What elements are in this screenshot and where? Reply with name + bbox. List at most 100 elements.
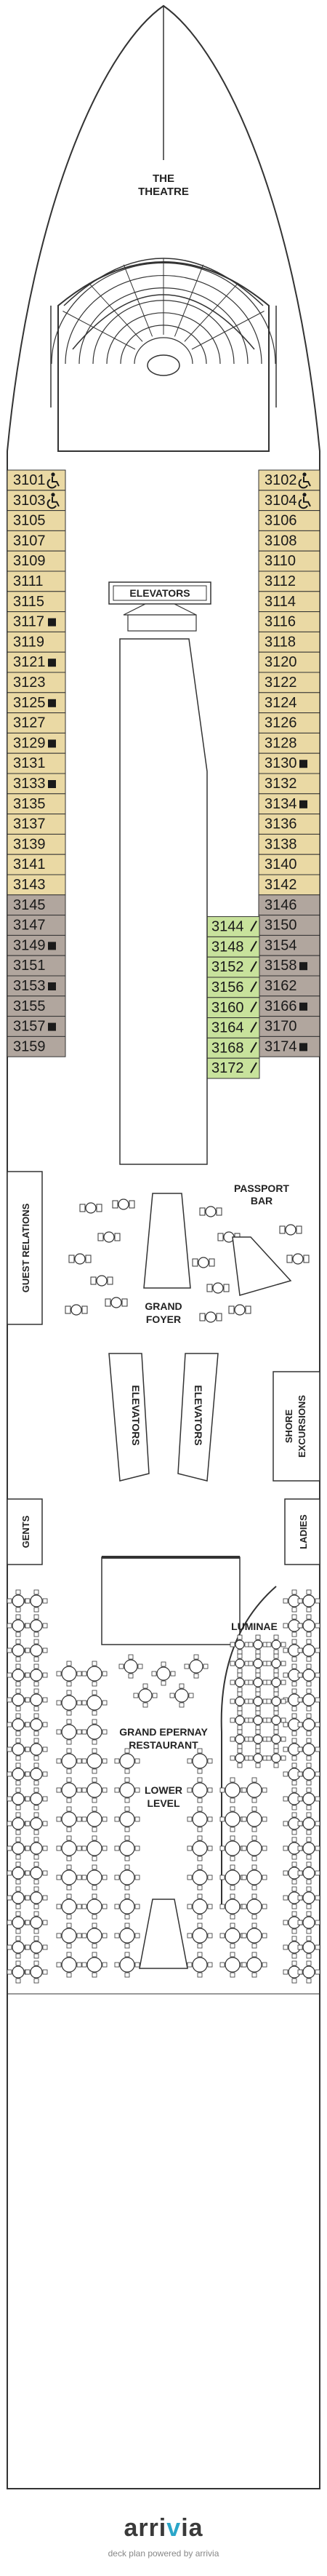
dining-table xyxy=(56,1661,82,1687)
restaurant-tables xyxy=(7,1589,320,1984)
cabin-3106[interactable]: 3106 xyxy=(258,510,320,531)
dining-table xyxy=(230,1748,250,1768)
cabin-3150[interactable]: 3150 xyxy=(258,915,320,936)
dining-table xyxy=(81,1661,108,1687)
cabin-3101[interactable]: 3101 xyxy=(7,469,66,491)
cabin-3159[interactable]: 3159 xyxy=(7,1035,66,1057)
cabin-3123[interactable]: 3123 xyxy=(7,672,66,693)
cabin-3145[interactable]: 3145 xyxy=(7,894,66,916)
cabin-number: 3152 xyxy=(211,959,244,975)
cabin-3105[interactable]: 3105 xyxy=(7,510,66,531)
lounge-seating xyxy=(286,1253,310,1265)
cabin-3138[interactable]: 3138 xyxy=(258,833,320,855)
lower-level-label-1: LOWER xyxy=(145,1784,182,1796)
cabin-3104[interactable]: 3104 xyxy=(258,490,320,512)
cabin-3141[interactable]: 3141 xyxy=(7,854,66,875)
cabin-3166[interactable]: 3166 xyxy=(258,995,320,1017)
cabin-3129[interactable]: 3129 xyxy=(7,732,66,754)
cabin-3108[interactable]: 3108 xyxy=(258,530,320,552)
cabin-3118[interactable]: 3118 xyxy=(258,631,320,653)
cabin-3147[interactable]: 3147 xyxy=(7,915,66,936)
cabin-number: 3172 xyxy=(211,1060,244,1076)
cabin-3110[interactable]: 3110 xyxy=(258,550,320,572)
lounge-seating xyxy=(192,1257,215,1268)
cabin-number: 3156 xyxy=(211,979,244,995)
cabin-3122[interactable]: 3122 xyxy=(258,672,320,693)
cabin-3153[interactable]: 3153 xyxy=(7,975,66,997)
dining-table xyxy=(241,1952,267,1978)
cabin-3114[interactable]: 3114 xyxy=(258,591,320,613)
cabin-3149[interactable]: 3149 xyxy=(7,934,66,956)
cabin-3107[interactable]: 3107 xyxy=(7,530,66,552)
dining-table xyxy=(297,1911,320,1934)
connecting-cabin-icon xyxy=(299,760,307,768)
cabin-3142[interactable]: 3142 xyxy=(258,874,320,896)
cabin-number: 3174 xyxy=(265,1038,297,1054)
balcony-icon xyxy=(250,1001,257,1013)
dining-table xyxy=(25,1589,48,1613)
cabin-3119[interactable]: 3119 xyxy=(7,631,66,653)
cabin-3151[interactable]: 3151 xyxy=(7,955,66,977)
dining-table xyxy=(297,1861,320,1885)
cabin-3131[interactable]: 3131 xyxy=(7,752,66,774)
cabin-3168[interactable]: 3168 xyxy=(206,1037,260,1059)
accessible-icon xyxy=(298,472,311,489)
cabin-3126[interactable]: 3126 xyxy=(258,712,320,734)
cabin-3128[interactable]: 3128 xyxy=(258,732,320,754)
dining-table xyxy=(25,1762,48,1786)
cabin-3148[interactable]: 3148 xyxy=(206,936,260,958)
cabin-3157[interactable]: 3157 xyxy=(7,1016,66,1037)
cabin-3154[interactable]: 3154 xyxy=(258,934,320,956)
cabin-3155[interactable]: 3155 xyxy=(7,995,66,1017)
dining-table xyxy=(56,1806,82,1832)
cabin-3133[interactable]: 3133 xyxy=(7,773,66,795)
cabin-3164[interactable]: 3164 xyxy=(206,1017,260,1038)
cabin-3125[interactable]: 3125 xyxy=(7,692,66,714)
cabin-3109[interactable]: 3109 xyxy=(7,550,66,572)
cabin-3170[interactable]: 3170 xyxy=(258,1016,320,1037)
cabin-3152[interactable]: 3152 xyxy=(206,956,260,978)
cabin-3120[interactable]: 3120 xyxy=(258,651,320,673)
cabin-3139[interactable]: 3139 xyxy=(7,833,66,855)
dining-table xyxy=(241,1806,267,1832)
dining-table xyxy=(81,1923,108,1949)
cabin-number: 3164 xyxy=(211,1020,244,1036)
cabin-3135[interactable]: 3135 xyxy=(7,793,66,815)
cabin-3156[interactable]: 3156 xyxy=(206,977,260,998)
cabin-number: 3105 xyxy=(13,513,46,529)
cabin-3117[interactable]: 3117 xyxy=(7,611,66,632)
cabin-3160[interactable]: 3160 xyxy=(206,997,260,1019)
dining-table xyxy=(248,1748,268,1768)
cabin-3127[interactable]: 3127 xyxy=(7,712,66,734)
cabin-3102[interactable]: 3102 xyxy=(258,469,320,491)
cabin-3174[interactable]: 3174 xyxy=(258,1035,320,1057)
cabin-3172[interactable]: 3172 xyxy=(206,1057,260,1079)
dining-table xyxy=(133,1683,158,1708)
dining-table xyxy=(25,1663,48,1687)
cabin-3124[interactable]: 3124 xyxy=(258,692,320,714)
dining-table xyxy=(297,1960,320,1984)
dining-table xyxy=(114,1777,140,1803)
cabin-3158[interactable]: 3158 xyxy=(258,955,320,977)
dining-table xyxy=(266,1672,286,1693)
cabin-3103[interactable]: 3103 xyxy=(7,490,66,512)
cabin-3115[interactable]: 3115 xyxy=(7,591,66,613)
cabin-3140[interactable]: 3140 xyxy=(258,854,320,875)
cabin-3116[interactable]: 3116 xyxy=(258,611,320,632)
dining-table xyxy=(241,1777,267,1803)
cabin-3136[interactable]: 3136 xyxy=(258,814,320,835)
cabin-3137[interactable]: 3137 xyxy=(7,814,66,835)
cabin-3121[interactable]: 3121 xyxy=(7,651,66,673)
cabin-3112[interactable]: 3112 xyxy=(258,571,320,592)
cabin-3132[interactable]: 3132 xyxy=(258,773,320,795)
connecting-cabin-icon xyxy=(48,1022,56,1031)
cabin-3146[interactable]: 3146 xyxy=(258,894,320,916)
cabin-3144[interactable]: 3144 xyxy=(206,916,260,937)
cabin-3111[interactable]: 3111 xyxy=(7,571,66,592)
dining-table xyxy=(241,1923,267,1949)
cabin-3143[interactable]: 3143 xyxy=(7,874,66,896)
cabin-3162[interactable]: 3162 xyxy=(258,975,320,997)
cabin-3134[interactable]: 3134 xyxy=(258,793,320,815)
accessible-icon xyxy=(47,472,60,489)
cabin-3130[interactable]: 3130 xyxy=(258,752,320,774)
